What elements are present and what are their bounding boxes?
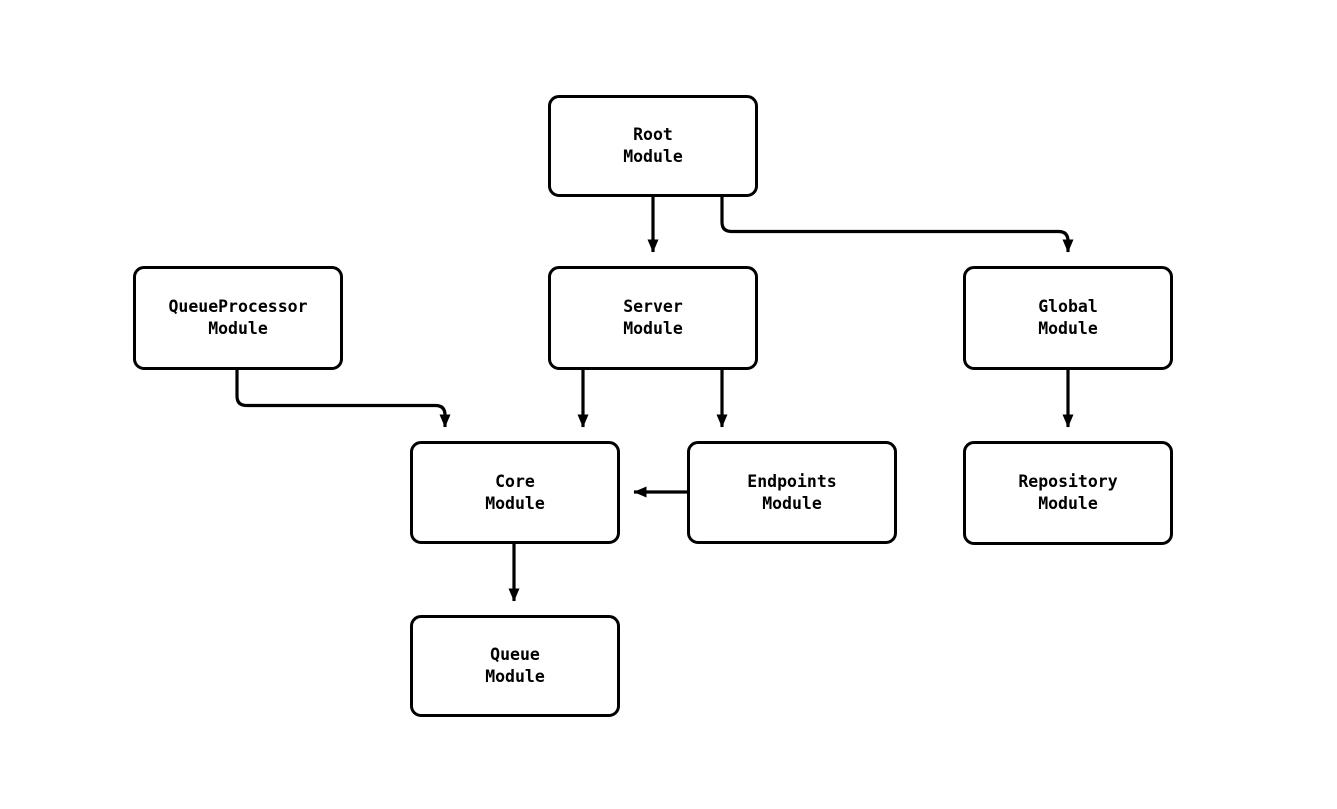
- node-root[interactable]: Root Module: [548, 95, 758, 197]
- node-endpoints-line2: Module: [762, 493, 822, 513]
- node-queue-line2: Module: [485, 667, 545, 686]
- edge-root-to-global-line: [720, 197, 1074, 253]
- node-queueprocessor-line2: Module: [208, 319, 268, 338]
- node-core[interactable]: Core Module: [410, 441, 620, 544]
- node-root-line1: Root: [633, 125, 673, 144]
- edge-queueprocessor-to-core-line: [235, 370, 451, 428]
- node-core-line1: Core: [495, 471, 535, 491]
- node-root-line2: Module: [623, 147, 683, 166]
- node-server-line1: Server: [623, 297, 683, 316]
- node-endpoints-line1: Endpoints: [747, 471, 837, 491]
- node-global-line2: Module: [1038, 319, 1098, 338]
- node-global-line1: Global: [1038, 297, 1098, 316]
- node-endpoints[interactable]: Endpoints Module: [687, 441, 897, 544]
- node-repository-line1: Repository: [1018, 472, 1118, 491]
- node-global[interactable]: Global Module: [963, 266, 1173, 370]
- node-queueprocessor-line1: QueueProcessor: [168, 297, 308, 316]
- node-server[interactable]: Server Module: [548, 266, 758, 370]
- node-server-line2: Module: [623, 319, 683, 338]
- node-repository-line2: Module: [1038, 494, 1098, 513]
- node-queue[interactable]: Queue Module: [410, 615, 620, 717]
- node-core-line2: Module: [485, 493, 545, 513]
- node-queue-line1: Queue: [490, 645, 540, 664]
- node-queueprocessor[interactable]: QueueProcessor Module: [133, 266, 343, 370]
- node-repository[interactable]: Repository Module: [963, 441, 1173, 545]
